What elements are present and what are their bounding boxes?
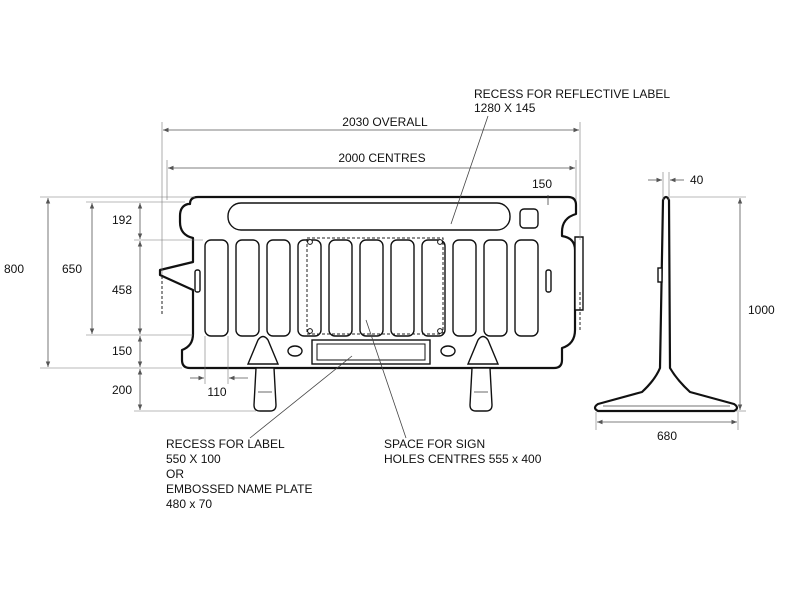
right-hole [440, 345, 456, 357]
dim-650: 650 [62, 262, 82, 276]
left-foot [253, 367, 277, 412]
callout-label-line-5: 480 x 70 [166, 497, 212, 511]
front-view [158, 195, 584, 412]
lower-features [246, 335, 500, 365]
callout-sign-line-2: HOLES CENTRES 555 x 400 [384, 452, 542, 466]
left-foot-arch [246, 335, 280, 365]
top-right-slot [519, 208, 539, 229]
left-hole [287, 345, 303, 357]
side-clip [657, 267, 663, 283]
right-foot-arch [466, 335, 500, 365]
callout-label-line-2: 550 X 100 [166, 452, 221, 466]
vertical-slots [204, 239, 539, 337]
sign-area-outline [306, 237, 444, 335]
right-side-slot [545, 269, 552, 293]
dim-110: 110 [207, 385, 226, 399]
right-connector [574, 236, 584, 311]
dim-150-top: 150 [532, 177, 552, 191]
callout-reflective-line-1: RECESS FOR REFLECTIVE LABEL [474, 87, 670, 101]
dim-centres: 2000 CENTRES [338, 151, 425, 165]
dim-200: 200 [112, 383, 132, 397]
dim-overall: 2030 OVERALL [342, 115, 428, 129]
callout-reflective-line-2: 1280 X 145 [474, 101, 536, 115]
dim-1000: 1000 [748, 303, 775, 317]
callout-sign-space: SPACE FOR SIGN HOLES CENTRES 555 x 400 [365, 319, 542, 466]
front-dimensions: 2030 OVERALL 2000 CENTRES 150 800 650 19… [4, 115, 581, 412]
callout-label-line-1: RECESS FOR LABEL [166, 437, 285, 451]
reflective-label-recess [227, 202, 511, 231]
left-side-slot [194, 269, 201, 293]
dim-40: 40 [690, 173, 704, 187]
dim-150-bottom: 150 [112, 344, 132, 358]
callout-label-line-3: OR [166, 467, 184, 481]
dim-680: 680 [657, 429, 677, 443]
callout-sign-line-1: SPACE FOR SIGN [384, 437, 485, 451]
sign-mounting-holes [307, 239, 443, 334]
side-view: 40 1000 680 [593, 172, 775, 443]
side-profile-post [593, 195, 739, 413]
name-label-inner [316, 343, 426, 361]
callout-label-recess: RECESS FOR LABEL 550 X 100 OR EMBOSSED N… [166, 355, 353, 511]
right-foot [469, 367, 493, 412]
callout-label-line-4: EMBOSSED NAME PLATE [166, 482, 312, 496]
dim-458: 458 [112, 283, 132, 297]
dim-800: 800 [4, 262, 24, 276]
callout-reflective-label: RECESS FOR REFLECTIVE LABEL 1280 X 145 [450, 87, 670, 225]
dim-192: 192 [112, 213, 132, 227]
